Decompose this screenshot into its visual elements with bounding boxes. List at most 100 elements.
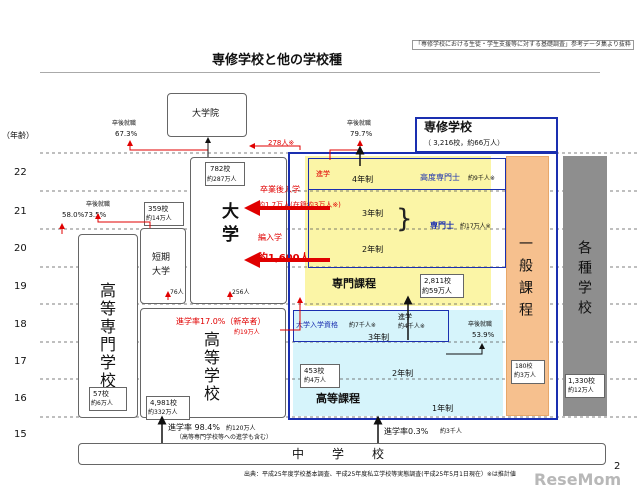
university-employment-label: 卒後就職 [112, 120, 137, 127]
page-number: 2 [614, 461, 621, 472]
tech-college-employment-rate: 58.0% [62, 211, 85, 219]
transfer-grad-label: 278人※ [268, 139, 295, 147]
junior-college-students: 約14万人 [146, 215, 172, 222]
univ-qualification: 大学入学資格 [296, 321, 338, 329]
tech-college-label: 高等専門学校 [97, 282, 116, 390]
high-school-to-senmon: 進学率17.0%（新卒者） [176, 317, 266, 326]
age-axis-label: （年齢） [2, 131, 34, 140]
middle-school-label: 中学校 [292, 447, 413, 461]
junior-college-employment-label: 卒後就職 [86, 201, 111, 208]
senmon-two-year-box [308, 190, 506, 268]
page-title: 専修学校と他の学校種 [212, 53, 343, 68]
koutou-label: 高等課程 [316, 392, 360, 405]
senmon-count-box [420, 274, 464, 298]
junior-college-label-2: 大学 [152, 267, 171, 277]
tech-college-students: 約6万人 [91, 400, 113, 407]
senshu-advance-count: 約3千人 [440, 428, 462, 435]
high-school-advance-count: 約120万人 [226, 425, 256, 432]
koutou-count: 453校 [304, 367, 325, 375]
high-school-to-senmon-count: 約19万人 [234, 329, 260, 336]
general-count-box [511, 360, 545, 384]
from-junior-transfer: 256人 [232, 289, 250, 296]
university-label-1: 大 [222, 202, 239, 222]
source-note: 「専修学校における生徒・学生支援等に対する基礎調査」参考データ集より抜粋 [412, 40, 634, 50]
university-count-box [205, 162, 245, 186]
koutou-employment-rate: 53.9% [472, 331, 495, 339]
misc-school-label: 各種学校 [576, 240, 592, 320]
enrolled-transfer: 約1.7万人(在籍約3万人※) [258, 201, 341, 209]
age-22: 22 [14, 167, 27, 178]
post-grad-admission: 卒業後入学 [260, 185, 300, 194]
junior-college-count: 359校 [148, 205, 169, 213]
title-underline [40, 72, 600, 73]
junior-college-box [140, 228, 186, 304]
misc-school-box [563, 156, 607, 416]
age-15: 15 [14, 429, 27, 440]
koutou-three-year: 3年制 [368, 333, 390, 342]
age-19: 19 [14, 281, 27, 292]
senshu-title-box [415, 117, 558, 153]
koutou-count-box [300, 364, 340, 388]
middle-school-box [78, 443, 606, 465]
advanced-specialist-count: 約9千人※ [468, 175, 495, 182]
koutou-students: 約4万人 [304, 377, 326, 384]
specialist-count: 約17万人※ [460, 223, 491, 230]
four-year-label: 4年制 [352, 175, 374, 184]
advanced-specialist: 高度専門士 [420, 173, 460, 182]
senshu-employment-rate: 79.7% [350, 130, 373, 138]
transfer-in-label: 編入学 [258, 233, 282, 242]
grad-school-label: 大学院 [192, 109, 220, 119]
senshu-advance-label: 進学 [316, 170, 330, 178]
senmon-four-year-box [308, 158, 506, 190]
high-school-advance-rate: 進学率 98.4% [168, 423, 220, 432]
high-school-label: 高等学校 [201, 331, 220, 403]
age-20: 20 [14, 243, 27, 254]
senmon-count: 2,811校 [424, 277, 452, 285]
koutou-three-year-box [293, 310, 449, 342]
two-year-label: 2年制 [362, 245, 384, 254]
koutou-cyan-region [293, 310, 503, 416]
junior-college-transfer: 76人 [170, 289, 184, 296]
koutou-two-year: 2年制 [392, 369, 414, 378]
univ-qualification-count: 約7千人※ [349, 322, 376, 329]
general-students: 約3万人 [514, 372, 536, 379]
koutou-advance-count: 約4千人※ [398, 323, 425, 330]
senmon-label: 専門課程 [332, 277, 376, 290]
age-18: 18 [14, 319, 27, 330]
senshu-employment-label: 卒後就職 [347, 120, 372, 127]
general-course-label: 一般課程 [517, 236, 533, 324]
age-17: 17 [14, 356, 27, 367]
high-school-advance-note: （高等専門学校等への進学も含む） [176, 434, 273, 441]
misc-count: 1,330校 [568, 377, 596, 385]
senshu-summary: （ 3,216校，約66万人） [424, 139, 505, 147]
junior-college-label-1: 短期 [152, 253, 171, 263]
high-school-count-box [146, 396, 190, 420]
senshu-advance-rate: 進学率0.3% [384, 427, 429, 436]
senshu-title: 専修学校 [424, 120, 473, 134]
university-count: 782校 [210, 165, 231, 173]
senmon-students: 約59万人 [422, 287, 452, 295]
general-count: 180校 [515, 363, 533, 370]
footer-source: 出典：平成25年度学校基本調査、平成25年度私立学校等実態調査(平成25年5月1… [244, 471, 516, 478]
misc-students: 約12万人 [568, 387, 594, 394]
specialist-label: 専門士 [430, 221, 454, 230]
age-21: 21 [14, 206, 27, 217]
tech-college-count-box [89, 387, 127, 411]
grad-school-box [167, 93, 247, 137]
university-students: 約287万人 [207, 176, 237, 183]
koutou-one-year: 1年制 [432, 404, 454, 413]
high-school-count: 4,981校 [150, 399, 178, 407]
university-employment-rate: 67.3% [115, 130, 138, 138]
age-16: 16 [14, 393, 27, 404]
koutou-employment-label: 卒後就職 [468, 321, 493, 328]
tech-college-count: 57校 [93, 390, 109, 398]
high-school-students: 約332万人 [148, 409, 178, 416]
misc-count-box [565, 374, 605, 398]
university-label-2: 学 [222, 225, 239, 245]
senshu-frame [288, 152, 558, 420]
koutou-advance: 進学 [398, 313, 412, 321]
brace: } [396, 204, 413, 234]
watermark: ReseMom [534, 470, 622, 489]
junior-college-count-box [144, 202, 184, 226]
